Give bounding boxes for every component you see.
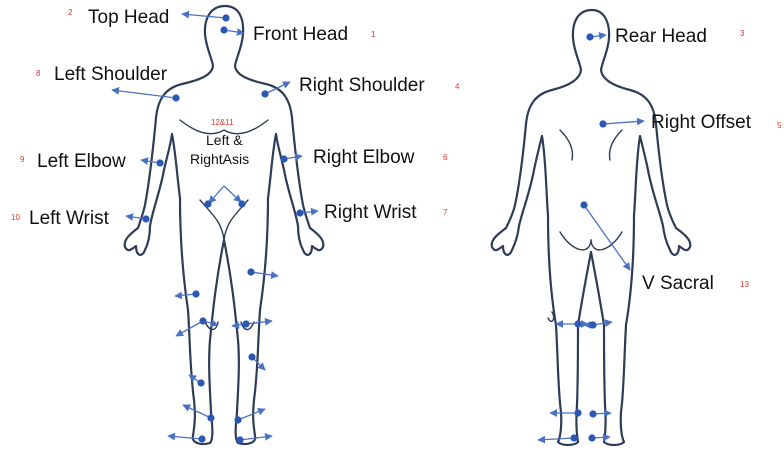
marker-right-thigh [247, 268, 254, 275]
label-v-sacral: V Sacral [642, 273, 714, 294]
number-front-head: 1 [371, 30, 376, 39]
marker-right-toe [236, 436, 243, 443]
marker-left-toe [198, 435, 205, 442]
number-left-elbow: 9 [20, 155, 25, 164]
label-top-head: Top Head [88, 7, 169, 28]
marker-left-elbow [156, 159, 163, 166]
marker-top-head [222, 14, 229, 21]
number-left-shoulder: 8 [36, 69, 41, 78]
number-rear-head: 3 [740, 29, 745, 38]
marker-back-left-knee [574, 320, 581, 327]
marker-back-left-heel [570, 434, 577, 441]
number-v-sacral: 13 [740, 280, 749, 289]
marker-right-shank [248, 353, 255, 360]
marker-right-shoulder [261, 90, 268, 97]
marker-left-shoulder [172, 94, 179, 101]
label-left-shoulder: Left Shoulder [54, 64, 168, 85]
marker-left-shank [197, 379, 204, 386]
marker-left-ankle [207, 414, 214, 421]
labels: 2 Top Head Front Head 1 8 Left Shoulder … [11, 7, 782, 294]
number-top-head: 2 [68, 8, 73, 17]
marker-right-asis [238, 200, 245, 207]
marker-rear-head [586, 33, 593, 40]
number-asis: 12&11 [211, 118, 234, 127]
marker-back-right-ankle [589, 410, 596, 417]
marker-left-wrist [142, 215, 149, 222]
label-left-elbow: Left Elbow [37, 151, 126, 172]
marker-left-thigh [192, 290, 199, 297]
label-right-shoulder: Right Shoulder [299, 75, 425, 96]
number-right-offset: 5 [777, 121, 782, 130]
label-right-elbow: Right Elbow [313, 147, 415, 168]
marker-right-elbow [280, 155, 287, 162]
number-right-shoulder: 4 [455, 82, 460, 91]
marker-back-right-heel [588, 434, 595, 441]
label-asis-line2: RightAsis [190, 151, 249, 167]
label-right-wrist: Right Wrist [324, 202, 417, 223]
number-left-wrist: 10 [11, 213, 20, 222]
label-left-wrist: Left Wrist [29, 208, 110, 229]
label-right-offset: Right Offset [651, 112, 752, 133]
number-right-elbow: 6 [443, 153, 448, 162]
marker-left-asis [204, 200, 211, 207]
marker-right-wrist [296, 209, 303, 216]
label-front-head: Front Head [253, 24, 348, 45]
marker-back-right-knee [589, 321, 596, 328]
number-right-wrist: 7 [443, 208, 448, 217]
marker-back-left-ankle [574, 409, 581, 416]
marker-right-offset [599, 120, 606, 127]
marker-front-head [220, 26, 227, 33]
marker-right-knee [242, 320, 249, 327]
back-body-figure [492, 10, 691, 445]
marker-right-ankle [234, 416, 241, 423]
marker-v-sacral [580, 201, 587, 208]
label-asis-line1: Left & [206, 132, 243, 148]
label-rear-head: Rear Head [615, 26, 707, 47]
marker-left-knee [199, 317, 206, 324]
